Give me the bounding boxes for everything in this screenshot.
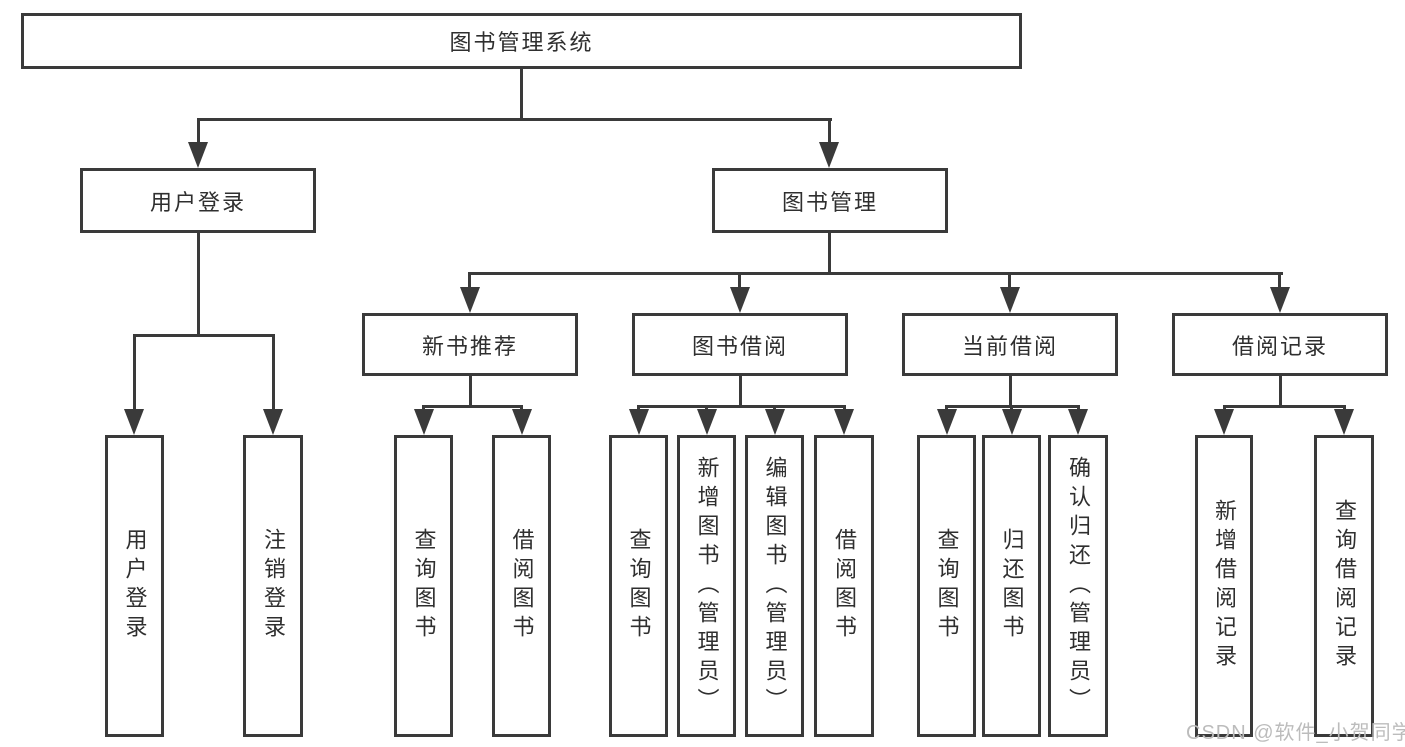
arrowhead-borrow-records-icon (1270, 287, 1290, 313)
csdn-watermark: CSDN @软件_小贺同学 (1186, 722, 1405, 744)
node-book-management: 图书管理 (712, 168, 948, 233)
arrowhead-query-current-icon (937, 409, 957, 435)
leaf-query-books-recommend: 查询图书 (394, 435, 453, 737)
arrowhead-user-login-icon (188, 142, 208, 168)
connector-borrow-rail (637, 405, 846, 408)
connector-drop-new-book-recommend (468, 272, 471, 289)
leaf-borrow-books: 借阅图书 (814, 435, 874, 737)
arrowhead-leaf-user-login-icon (124, 409, 144, 435)
arrowhead-return-books-icon (1002, 409, 1022, 435)
connector-level2-rail (198, 118, 832, 121)
arrowhead-leaf-logout-icon (263, 409, 283, 435)
arrowhead-query-record-icon (1334, 409, 1354, 435)
connector-current-borrow-stem (1009, 376, 1012, 407)
connector-user-login-rail (133, 334, 275, 337)
connector-user-login-stem (197, 233, 200, 336)
leaf-query-books-current: 查询图书 (917, 435, 976, 737)
connector-book-borrow-stem (739, 376, 742, 407)
node-book-borrow: 图书借阅 (632, 313, 848, 376)
connector-level3-rail (468, 272, 1283, 275)
node-user-login: 用户登录 (80, 168, 316, 233)
connector-recommend-rail (422, 405, 523, 408)
arrowhead-add-record-icon (1214, 409, 1234, 435)
node-borrow-records: 借阅记录 (1172, 313, 1388, 376)
connector-records-rail (1223, 405, 1346, 408)
arrowhead-confirm-return-icon (1068, 409, 1088, 435)
arrowhead-book-management-icon (819, 142, 839, 168)
leaf-logout: 注销登录 (243, 435, 303, 737)
connector-borrow-records-stem (1279, 376, 1282, 407)
connector-drop-user-login (197, 118, 200, 145)
leaf-user-login: 用户登录 (105, 435, 164, 737)
arrowhead-borrow-recommend-icon (512, 409, 532, 435)
connector-drop-leaf-logout (272, 334, 275, 411)
arrowhead-new-book-recommend-icon (460, 287, 480, 313)
arrowhead-edit-books-icon (765, 409, 785, 435)
leaf-add-borrow-record: 新增借阅记录 (1195, 435, 1253, 737)
leaf-return-books: 归还图书 (982, 435, 1041, 737)
leaf-confirm-return-admin: 确认归还（管理员） (1048, 435, 1108, 737)
arrowhead-current-borrow-icon (1000, 287, 1020, 313)
leaf-query-books-borrow: 查询图书 (609, 435, 668, 737)
node-new-book-recommend: 新书推荐 (362, 313, 578, 376)
arrowhead-query-borrow-icon (629, 409, 649, 435)
node-root-library-system: 图书管理系统 (21, 13, 1022, 69)
arrowhead-borrow-books-icon (834, 409, 854, 435)
leaf-borrow-books-recommend: 借阅图书 (492, 435, 551, 737)
connector-book-management-stem (828, 233, 831, 274)
leaf-add-books-admin: 新增图书（管理员） (677, 435, 736, 737)
arrowhead-book-borrow-icon (730, 287, 750, 313)
arrowhead-query-recommend-icon (414, 409, 434, 435)
node-current-borrow: 当前借阅 (902, 313, 1118, 376)
connector-drop-book-borrow (738, 272, 741, 289)
connector-drop-book-management (828, 118, 831, 145)
connector-drop-current-borrow (1008, 272, 1011, 289)
connector-root-drop (520, 68, 523, 120)
leaf-edit-books-admin: 编辑图书（管理员） (745, 435, 804, 737)
leaf-query-borrow-record: 查询借阅记录 (1314, 435, 1374, 737)
connector-drop-borrow-records (1278, 272, 1281, 289)
arrowhead-add-books-icon (697, 409, 717, 435)
connector-new-book-recommend-stem (469, 376, 472, 407)
connector-drop-leaf-user-login (133, 334, 136, 411)
